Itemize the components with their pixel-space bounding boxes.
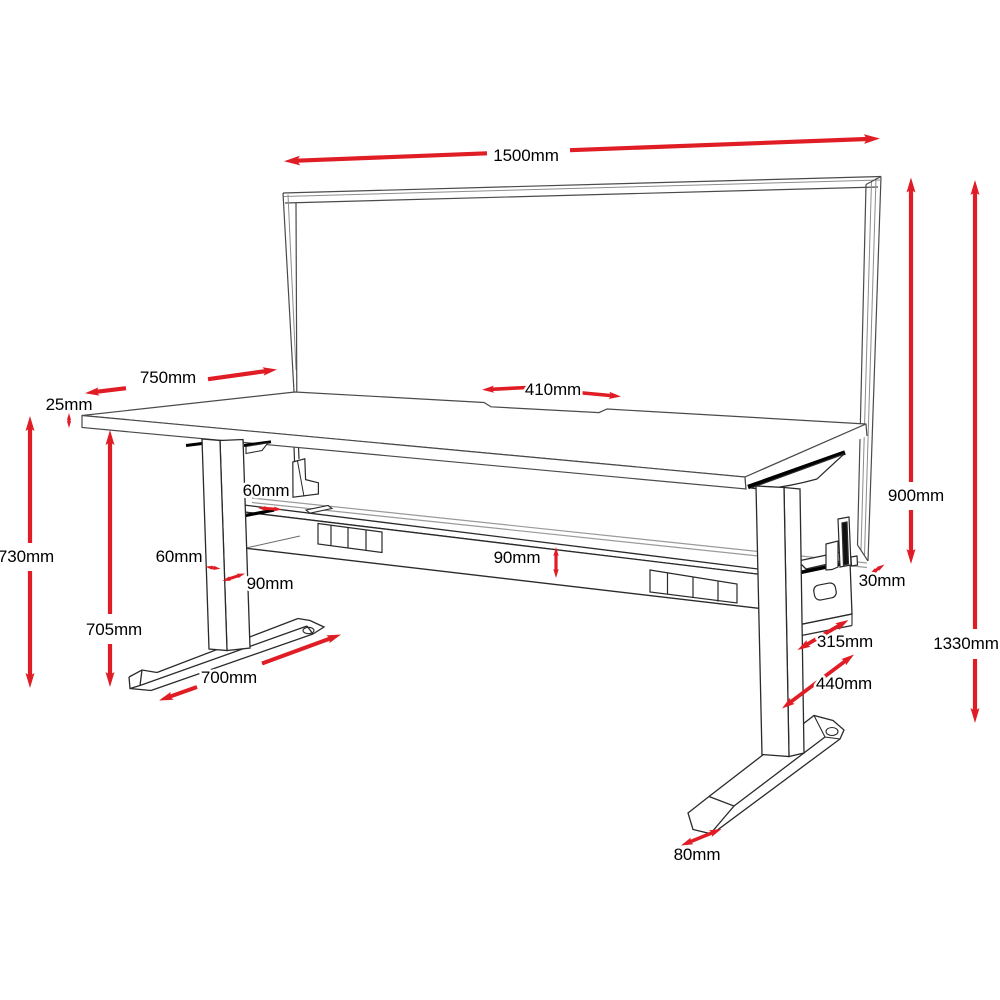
dimension-label-top-thickness: 25mm bbox=[46, 395, 93, 414]
dimension-label-beam-top-width: 60mm bbox=[243, 481, 290, 500]
leg-left bbox=[201, 438, 251, 652]
desktop-right-edge bbox=[744, 423, 868, 490]
dimension-tray-clearance: 440mm bbox=[782, 654, 875, 709]
dimension-label-desk-height: 730mm bbox=[0, 547, 54, 566]
beam-vent-right bbox=[649, 569, 738, 604]
dimension-label-total-height: 1330mm bbox=[933, 634, 999, 653]
dimension-clearance-height: 705mm bbox=[83, 430, 145, 687]
dimension-label-foot-width: 80mm bbox=[674, 845, 721, 864]
dimension-beam-top-width: 60mm bbox=[240, 479, 292, 512]
dimension-total-height: 1330mm bbox=[931, 180, 1000, 723]
dimension-label-screen-width: 1500mm bbox=[493, 146, 559, 165]
screen-bracket-right bbox=[825, 516, 859, 571]
dimension-screen-width: 1500mm bbox=[284, 134, 880, 168]
desk-mount-bracket-left bbox=[185, 440, 272, 455]
dimension-label-beam-height: 90mm bbox=[494, 548, 541, 567]
dimension-label-desk-depth: 750mm bbox=[140, 368, 196, 387]
dimension-label-clearance-height: 705mm bbox=[86, 620, 142, 639]
dimension-screen-thickness: 30mm bbox=[856, 564, 908, 593]
dimension-top-thickness: 25mm bbox=[43, 393, 95, 428]
dimension-label-screen-thickness: 30mm bbox=[859, 571, 906, 590]
dimension-tray-depth: 315mm bbox=[797, 620, 876, 654]
desktop bbox=[81, 391, 868, 490]
dimension-label-cable-notch-width: 410mm bbox=[525, 380, 581, 399]
dimension-screen-height: 900mm bbox=[885, 177, 947, 564]
screen-bracket-left bbox=[292, 446, 319, 498]
dimension-annotations: 1500mm 750mm 25mm 730mm 705mm 410mm 60mm 60mm 90… bbox=[0, 134, 1000, 867]
beam-vent-left bbox=[317, 522, 383, 554]
dimension-desk-depth: 750mm bbox=[85, 366, 277, 396]
dimension-leg-width: 60mm bbox=[153, 545, 221, 570]
dimension-label-tray-clearance: 440mm bbox=[816, 674, 872, 693]
dimension-foot-width: 80mm bbox=[671, 829, 723, 867]
dimension-label-leg-depth: 90mm bbox=[247, 574, 294, 593]
dimension-leg-depth: 90mm bbox=[222, 572, 296, 596]
dimension-label-foot-length: 700mm bbox=[201, 668, 257, 687]
dimension-label-screen-height: 900mm bbox=[888, 486, 944, 505]
dimension-foot-length: 700mm bbox=[159, 634, 341, 701]
dimension-label-tray-depth: 315mm bbox=[817, 632, 873, 651]
dimension-label-leg-width: 60mm bbox=[156, 547, 203, 566]
leg-right bbox=[755, 485, 805, 758]
foot-right bbox=[687, 714, 845, 835]
dimension-beam-height: 90mm bbox=[491, 546, 559, 578]
dimension-cable-notch-width: 410mm bbox=[482, 378, 621, 402]
dimension-desk-height: 730mm bbox=[0, 416, 57, 688]
